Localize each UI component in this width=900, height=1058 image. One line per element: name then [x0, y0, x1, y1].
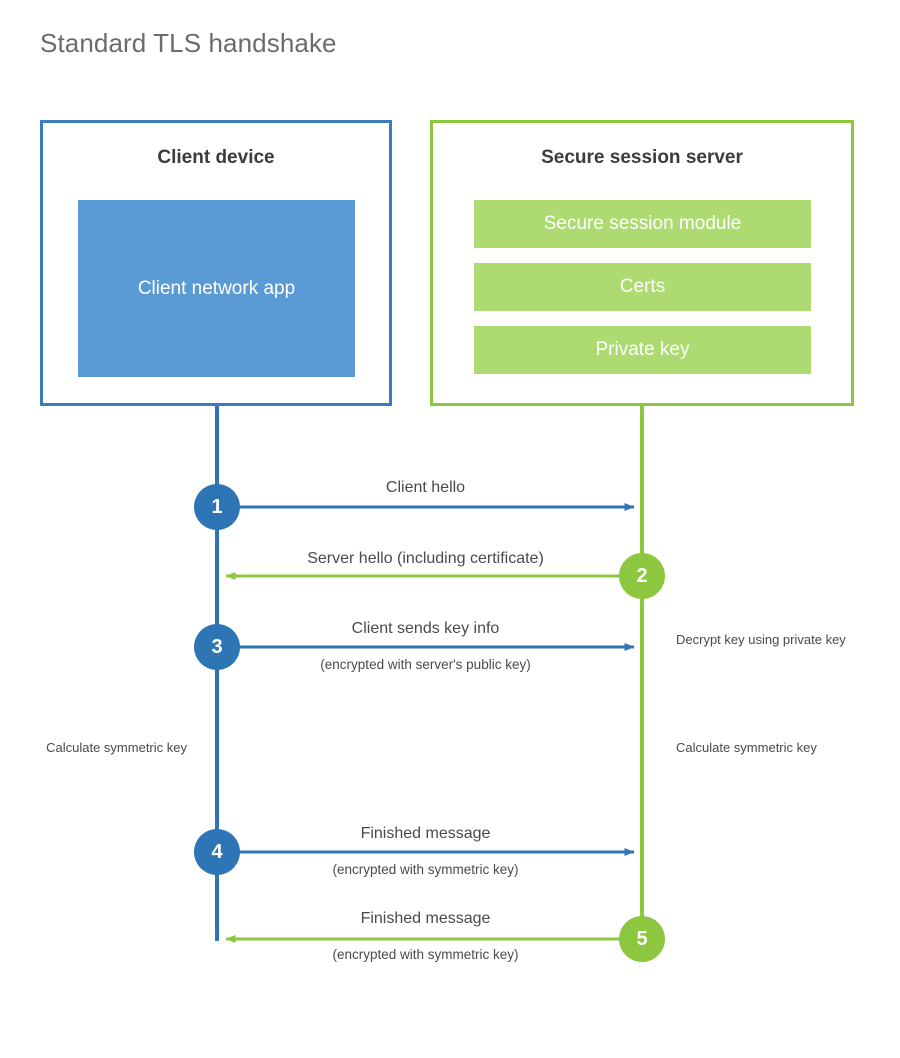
- step-5-sublabel: (encrypted with symmetric key): [332, 947, 519, 962]
- step-2-label: Server hello (including certificate): [307, 550, 544, 567]
- server-module-private-key: Private key: [474, 326, 811, 374]
- page-title: Standard TLS handshake: [40, 28, 337, 58]
- secure-session-server-title: Secure session server: [541, 147, 743, 168]
- note-server-calculate-symmetric-key: Calculate symmetric key: [676, 740, 817, 755]
- step-marker-5: 5: [619, 916, 665, 962]
- step-4-sublabel: (encrypted with symmetric key): [332, 862, 519, 877]
- step-3-label: Client sends key info: [351, 620, 500, 637]
- step-1-label: Client hello: [385, 479, 466, 496]
- step-marker-1: 1: [194, 484, 240, 530]
- step-marker-3: 3: [194, 624, 240, 670]
- secure-session-server-box: Secure session server Secure session mod…: [430, 120, 854, 406]
- server-module-secure-session-module: Secure session module: [474, 200, 811, 248]
- step-marker-2: 2: [619, 553, 665, 599]
- client-network-app-block: Client network app: [78, 200, 355, 377]
- server-module-certs: Certs: [474, 263, 811, 311]
- step-5-label: Finished message: [360, 910, 491, 927]
- note-decrypt-key: Decrypt key using private key: [676, 632, 846, 647]
- note-client-calculate-symmetric-key: Calculate symmetric key: [46, 740, 187, 755]
- client-device-title: Client device: [157, 147, 275, 168]
- step-marker-4: 4: [194, 829, 240, 875]
- client-device-box: Client device Client network app: [40, 120, 392, 406]
- step-3-sublabel: (encrypted with server's public key): [320, 657, 531, 672]
- step-4-label: Finished message: [360, 825, 491, 842]
